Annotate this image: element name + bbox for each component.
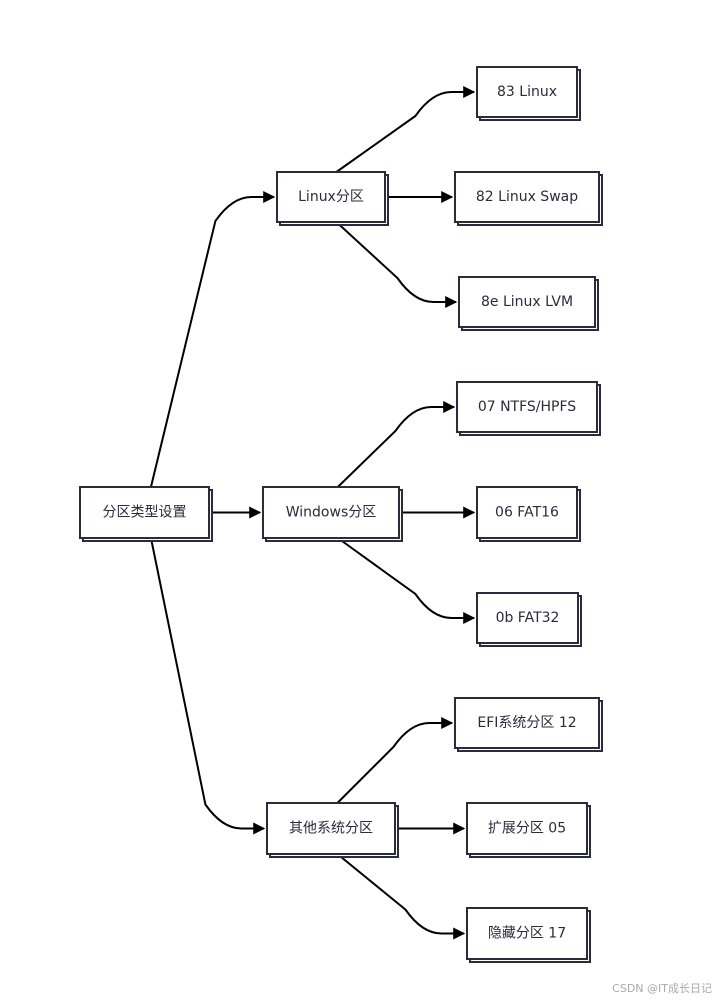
edge-windows-win-07 — [337, 401, 456, 488]
node-label: Linux分区 — [298, 189, 364, 205]
edge-other-other-hidden — [336, 853, 466, 940]
group-node-windows: Windows分区 — [262, 486, 403, 542]
edge-root-other — [149, 537, 266, 835]
node-label: EFI系统分区 12 — [477, 715, 576, 731]
node-label: 隐藏分区 17 — [488, 926, 566, 942]
node-box — [476, 486, 578, 539]
node-box — [476, 592, 579, 644]
node-box — [466, 802, 588, 855]
leaf-node-other-efi: EFI系统分区 12 — [454, 697, 603, 752]
node-box — [466, 907, 588, 960]
group-node-linux: Linux分区 — [276, 171, 389, 226]
leaf-node-other-hidden: 隐藏分区 17 — [466, 907, 591, 963]
node-box — [266, 802, 396, 855]
node-label: 83 Linux — [497, 84, 557, 100]
leaf-node-win-0b: 0b FAT32 — [476, 592, 582, 647]
group-node-other: 其他系统分区 — [266, 802, 399, 858]
node-label: 07 NTFS/HPFS — [478, 399, 576, 415]
node-box — [262, 486, 400, 539]
edge-linux-linux-8e — [335, 221, 458, 308]
watermark: CSDN @IT成长日记 — [612, 982, 712, 995]
leaf-node-other-ext: 扩展分区 05 — [466, 802, 591, 858]
node-label: 82 Linux Swap — [476, 189, 578, 205]
node-label: 0b FAT32 — [496, 610, 560, 626]
leaf-node-linux-83: 83 Linux — [476, 66, 581, 121]
node-label: 其他系统分区 — [289, 821, 373, 837]
node-box — [456, 381, 598, 433]
node-label: 8e Linux LVM — [481, 294, 573, 310]
node-box — [454, 171, 600, 223]
leaf-node-win-07: 07 NTFS/HPFS — [456, 381, 601, 436]
node-label: 06 FAT16 — [495, 505, 559, 521]
node-box — [476, 66, 578, 118]
leaf-node-linux-8e: 8e Linux LVM — [458, 276, 599, 331]
leaf-node-win-06: 06 FAT16 — [476, 486, 581, 542]
node-box — [276, 171, 386, 223]
node-box — [454, 697, 600, 749]
edge-windows-win-0b — [337, 537, 476, 624]
root-node: 分区类型设置 — [79, 486, 213, 542]
edge-linux-linux-83 — [335, 86, 476, 173]
edge-root-linux — [149, 191, 276, 488]
edge-other-other-efi — [336, 717, 454, 804]
node-box — [79, 486, 210, 539]
node-label: 扩展分区 05 — [488, 821, 566, 837]
leaf-node-linux-82: 82 Linux Swap — [454, 171, 603, 226]
node-label: 分区类型设置 — [103, 505, 187, 521]
node-box — [458, 276, 596, 328]
node-label: Windows分区 — [286, 505, 377, 521]
